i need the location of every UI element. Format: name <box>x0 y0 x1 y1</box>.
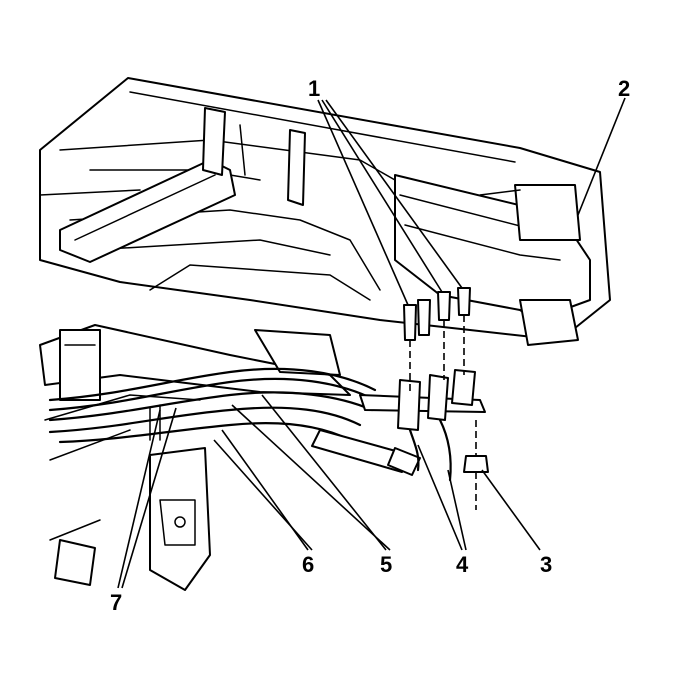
pipe-bundle <box>48 367 377 444</box>
callout-2: 2 <box>618 76 630 101</box>
rear-crossmember <box>394 174 591 346</box>
mounting-bracket <box>149 447 211 591</box>
callout-4: 4 <box>456 552 469 577</box>
leader-lines <box>117 97 626 589</box>
callout-1: 1 <box>308 76 320 101</box>
lower-frame-rail <box>39 324 351 586</box>
callout-5: 5 <box>380 552 392 577</box>
seat-rail-brackets <box>59 107 306 263</box>
callout-labels: 1 2 3 4 5 6 7 <box>110 76 630 615</box>
nut <box>463 420 489 510</box>
callout-6: 6 <box>302 552 314 577</box>
callout-7: 7 <box>110 590 122 615</box>
callout-3: 3 <box>540 552 552 577</box>
hose-assembly <box>311 369 486 482</box>
fasteners <box>403 287 471 395</box>
